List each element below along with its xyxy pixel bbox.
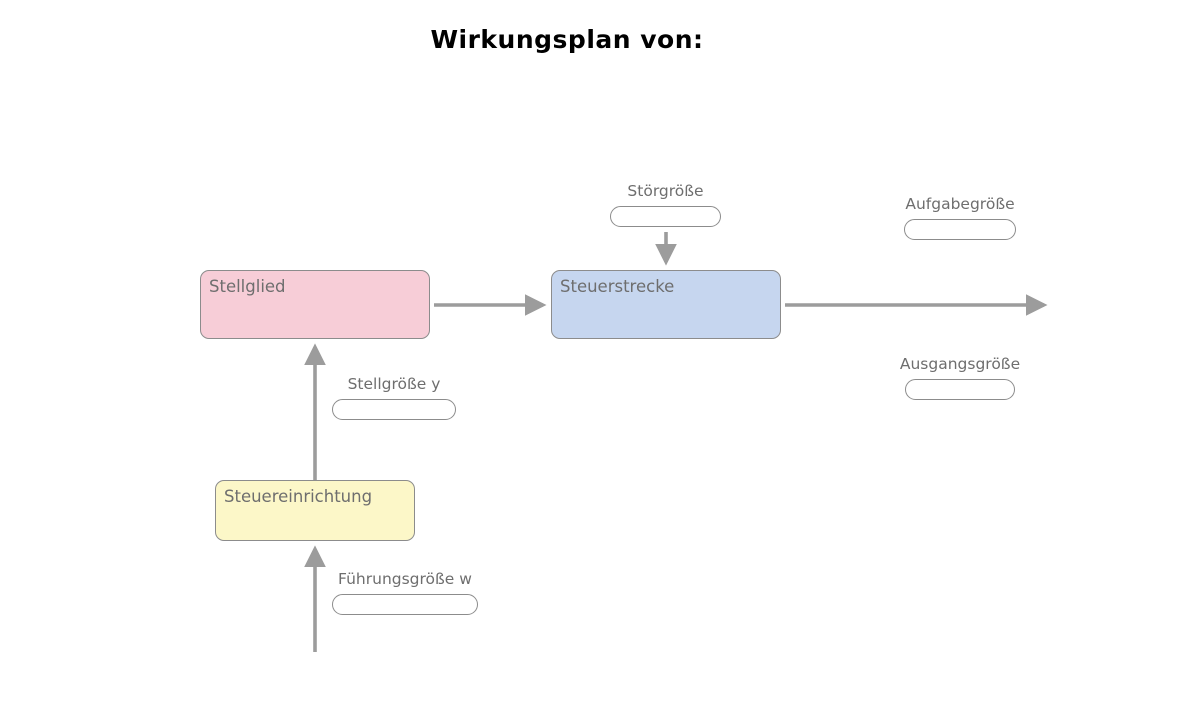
variable-aufgabegroesse: Aufgabegröße xyxy=(886,195,1034,241)
variable-aufgabegroesse-input[interactable] xyxy=(904,219,1016,241)
node-steuerstrecke[interactable]: Steuerstrecke xyxy=(551,270,781,339)
variable-fuehrungsgroesse-w-label: Führungsgröße w xyxy=(338,570,472,588)
variable-stellgroesse-y: Stellgröße y xyxy=(320,375,468,421)
node-steuereinrichtung[interactable]: Steuereinrichtung xyxy=(215,480,415,541)
variable-fuehrungsgroesse-w-input[interactable] xyxy=(332,594,478,616)
variable-ausgangsgroesse-label: Ausgangsgröße xyxy=(899,355,1021,373)
variable-stoergroesse: Störgröße xyxy=(592,182,739,228)
node-stellglied[interactable]: Stellglied xyxy=(200,270,430,339)
variable-fuehrungsgroesse-w: Führungsgröße w xyxy=(325,570,485,616)
variable-stoergroesse-input[interactable] xyxy=(610,206,721,228)
variable-ausgangsgroesse: Ausgangsgröße xyxy=(885,355,1035,401)
variable-aufgabegroesse-label: Aufgabegröße xyxy=(905,195,1015,213)
variable-stoergroesse-label: Störgröße xyxy=(627,182,704,200)
page-title: Wirkungsplan von: xyxy=(430,25,704,54)
variable-ausgangsgroesse-input[interactable] xyxy=(905,379,1015,401)
node-steuereinrichtung-label: Steuereinrichtung xyxy=(224,487,373,506)
node-stellglied-label: Stellglied xyxy=(209,277,286,296)
variable-stellgroesse-y-input[interactable] xyxy=(332,399,456,421)
node-steuerstrecke-label: Steuerstrecke xyxy=(560,277,675,296)
variable-stellgroesse-y-label: Stellgröße y xyxy=(347,375,441,393)
